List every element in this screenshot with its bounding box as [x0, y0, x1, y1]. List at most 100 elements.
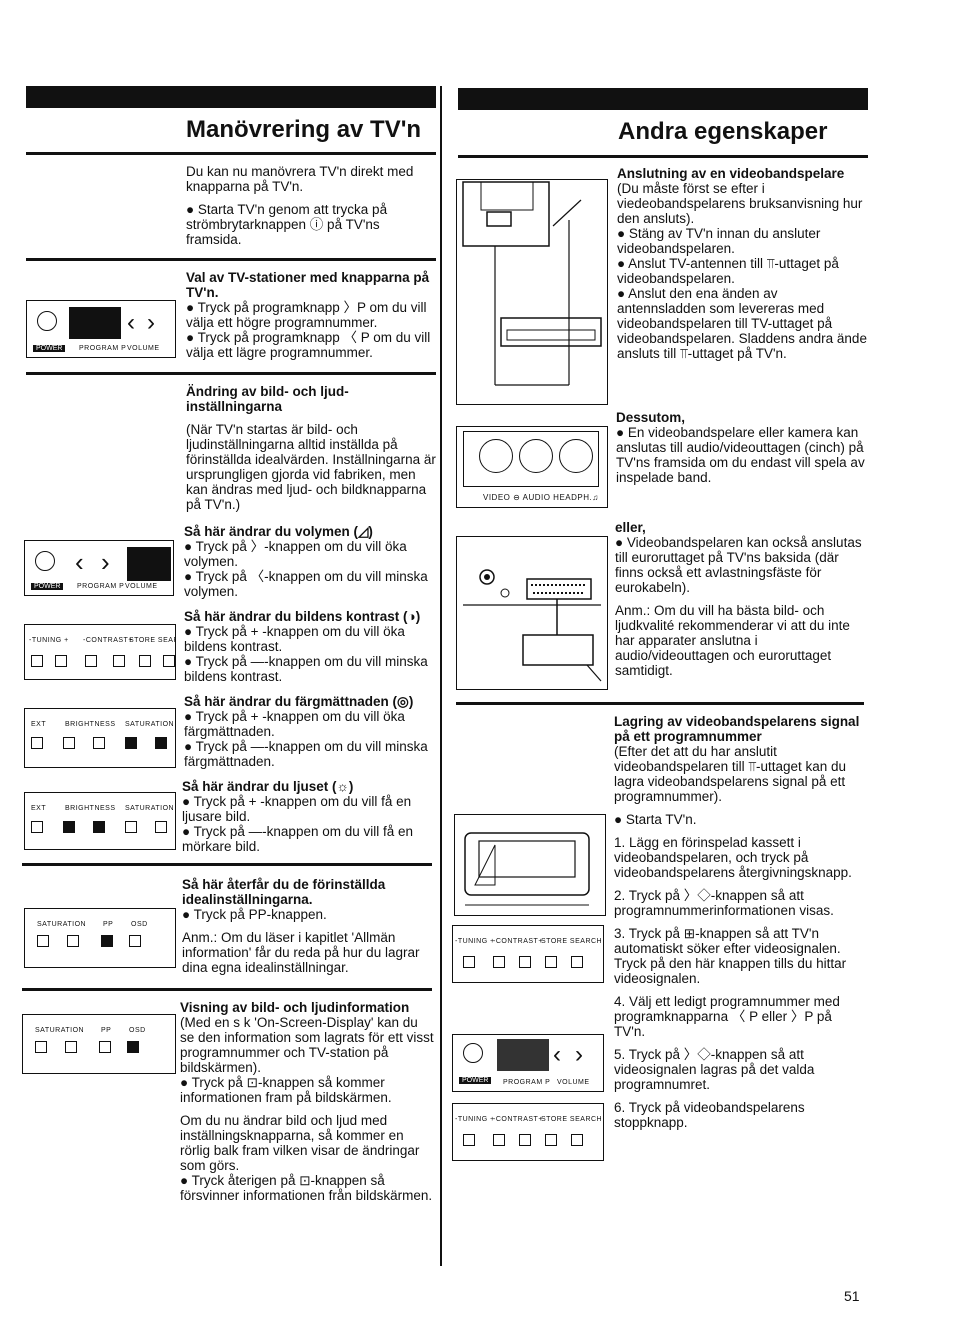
pp-label: PP: [101, 1027, 112, 1034]
tv-button-panel-volume: ‹ › POWER PROGRAM P VOLUME: [24, 540, 174, 596]
or-section: eller, ● Videobandspelaren kan också ans…: [615, 520, 867, 678]
contrast-minus-button: [85, 655, 97, 667]
brightness-minus-button: [63, 737, 75, 749]
display-block: [497, 1039, 549, 1071]
cassette-graphic: [464, 832, 590, 906]
tuning-plus-button: [463, 956, 475, 968]
contrast-panel: -TUNING + -CONTRAST+ STORE SEARCH: [24, 624, 176, 680]
contrast-minus-button: [493, 1134, 505, 1146]
section-heading: Dessutom,: [616, 410, 686, 425]
store-section: Lagring av videobandspelarens signal på …: [614, 714, 866, 1130]
saturation-minus-button: [35, 1041, 47, 1053]
bullet: ● Tryck på + -knappen om du vill öka fär…: [184, 709, 405, 739]
volume-label: VOLUME: [127, 345, 160, 352]
power-label: POWER: [31, 583, 64, 590]
search-button: [163, 655, 175, 667]
search-button: [571, 956, 583, 968]
contrast-label: -CONTRAST+: [493, 1116, 543, 1123]
section-heading: Visning av bild- och ljudinformation: [180, 1000, 410, 1015]
station-select-section: Val av TV-stationer med knapparna på TV'…: [186, 270, 436, 360]
note: Anm.: Om du läser i kapitlet 'Allmän inf…: [182, 930, 420, 975]
store-label: STORE SEARCH: [541, 1116, 603, 1123]
brightness-minus-button: [63, 821, 75, 833]
left-page-title: Manövrering av TV'n: [186, 116, 422, 143]
section-rule-3: [22, 863, 432, 866]
store-search-panel-1: -TUNING + -CONTRAST+ STORE SEARCH: [452, 925, 604, 983]
bullet: ● Tryck på —-knappen om du vill få en mö…: [182, 824, 414, 854]
saturation-label: SATURATION: [35, 1027, 85, 1034]
bullet: ● Tryck på —-knappen om du vill minska b…: [184, 654, 428, 684]
saturation-label: SATURATION: [125, 721, 175, 728]
step: 1. Lägg en förinspelad kassett i videoba…: [614, 835, 852, 880]
ext-button: [31, 821, 43, 833]
right-title-bar: [458, 88, 868, 110]
contrast-minus-button: [493, 956, 505, 968]
chevron-left-icon: ‹: [553, 1041, 561, 1068]
contrast-label: -CONTRAST+: [83, 637, 133, 644]
pp-label: PP: [103, 921, 114, 928]
saturation-plus-button: [65, 1041, 77, 1053]
osd-label: OSD: [129, 1027, 146, 1034]
bullet: ● Anslut TV-antennen till ⫪-uttaget på v…: [617, 256, 839, 286]
section-heading: Så här ändrar du bildens kontrast (◑): [184, 609, 421, 624]
section-heading: Så här ändrar du volymen (◿): [184, 524, 373, 539]
section-paragraph: Om du nu ändrar bild och ljud med instäl…: [180, 1113, 420, 1173]
contrast-plus-button: [113, 655, 125, 667]
section-heading: Så här ändrar du ljuset (☼): [182, 779, 354, 794]
section-heading: Ändring av bild- och ljud-inställningarn…: [186, 384, 349, 414]
contrast-label: -CONTRAST+: [493, 938, 543, 945]
display-block: [127, 547, 171, 581]
section-rule-right: [456, 702, 864, 705]
tuning-plus-button: [463, 1134, 475, 1146]
saturation-minus-button: [37, 935, 49, 947]
osd-button: [127, 1041, 139, 1053]
intro-bullet: ● Starta TV'n genom att trycka på strömb…: [186, 202, 388, 247]
section-heading: Så här återfår du de förinställda ideali…: [182, 877, 386, 907]
saturation-section: Så här ändrar du färgmättnaden (◎) ● Try…: [184, 694, 436, 769]
store-button: [545, 956, 557, 968]
bullet: ● Stäng av TV'n innan du ansluter videob…: [617, 226, 821, 256]
pp-button: [101, 935, 113, 947]
cassette-illustration: [454, 814, 606, 916]
chevron-right-icon: ›: [147, 309, 155, 336]
tuning-label: -TUNING +: [455, 938, 495, 945]
bullet: ● Tryck på ⊡-knappen så kommer informati…: [180, 1075, 392, 1105]
av-label: VIDEO ⊖ AUDIO HEADPH.♫: [483, 493, 599, 502]
vcr-connection-diagram: [456, 179, 608, 405]
bullet: ● Tryck på 〈-knappen om du vill minska v…: [184, 569, 428, 599]
left-title-rule: [26, 152, 436, 155]
saturation-label: SATURATION: [37, 921, 87, 928]
section-heading: Så här ändrar du färgmättnaden (◎): [184, 694, 414, 709]
saturation-minus-button: [125, 821, 137, 833]
chevron-left-icon: ‹: [75, 547, 84, 577]
section-paragraph: (Med en s k 'On-Screen-Display' kan du s…: [180, 1015, 434, 1075]
osd-button: [129, 935, 141, 947]
contrast-section: Så här ändrar du bildens kontrast (◑) ● …: [184, 609, 436, 684]
contrast-plus-button: [519, 1134, 531, 1146]
store-search-panel-2: -TUNING + -CONTRAST+ STORE SEARCH: [452, 1103, 604, 1161]
intro-text: Du kan nu manövrera TV'n direkt med knap…: [186, 164, 434, 247]
vcr-section: Anslutning av en videobandspelare (Du må…: [617, 166, 867, 361]
brightness-plus-button: [93, 737, 105, 749]
bullet: ● Videobandspelaren kan också anslutas t…: [615, 535, 862, 595]
page-number: 51: [844, 1288, 860, 1304]
power-button-icon: [37, 311, 57, 331]
ext-label: EXT: [31, 805, 47, 812]
section-heading: Val av TV-stationer med knapparna på TV'…: [186, 270, 430, 300]
bullet: ● Starta TV'n.: [614, 812, 697, 827]
brightness-plus-button: [93, 821, 105, 833]
av-frame: [463, 431, 599, 487]
section-heading: Lagring av videobandspelarens signal på …: [614, 714, 860, 744]
right-page-title: Andra egenskaper: [618, 118, 828, 145]
section-heading: Anslutning av en videobandspelare: [617, 166, 845, 181]
store-button: [139, 655, 151, 667]
program-label: PROGRAM P: [77, 583, 125, 590]
step: 5. Tryck på 〉◇-knappen så att videosigna…: [614, 1047, 815, 1092]
brightness-label: BRIGHTNESS: [65, 721, 116, 728]
note: Anm.: Om du vill ha bästa bild- och ljud…: [615, 603, 850, 678]
brightness-panel: EXT BRIGHTNESS SATURATION: [24, 792, 176, 850]
chevron-left-icon: ‹: [127, 309, 135, 336]
volume-label: VOLUME: [125, 583, 158, 590]
also-section: Dessutom, ● En videobandspelare eller ka…: [616, 410, 868, 485]
ext-button: [31, 737, 43, 749]
